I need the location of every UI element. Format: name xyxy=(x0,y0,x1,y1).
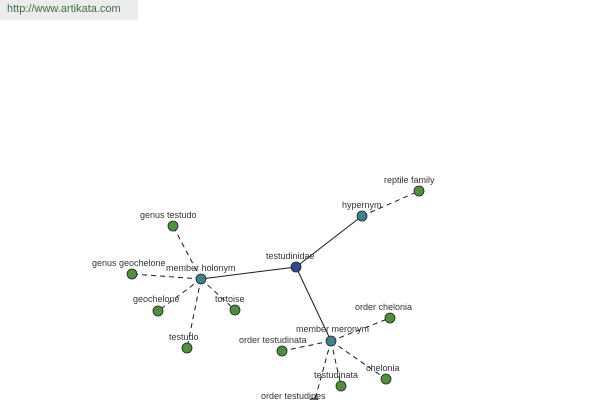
node-label-chelonia[interactable]: chelonia xyxy=(366,363,400,373)
node-order-chelonia[interactable] xyxy=(384,312,396,324)
edge-testudinidae-hypernym xyxy=(295,215,363,268)
node-member-holonym[interactable] xyxy=(195,273,207,285)
edge-member-meronym-order-chelonia xyxy=(330,317,391,342)
edge-member-meronym-testudinata xyxy=(330,340,342,387)
node-label-order-chelonia[interactable]: order chelonia xyxy=(355,302,412,312)
node-label-genus-geochelone[interactable]: genus geochelone xyxy=(92,258,166,268)
node-member-meronym[interactable] xyxy=(325,335,337,347)
edge-testudinidae-member-holonym xyxy=(200,266,297,280)
node-label-tortoise[interactable]: tortoise xyxy=(215,294,245,304)
node-testudinidae[interactable] xyxy=(290,261,302,273)
node-genus-testudo[interactable] xyxy=(167,220,179,232)
node-label-order-testudines[interactable]: order testudines xyxy=(261,391,326,400)
edge-member-holonym-tortoise xyxy=(200,278,236,311)
node-label-reptile-family[interactable]: reptile family xyxy=(384,175,435,185)
graph-edges xyxy=(131,190,420,400)
edge-testudinidae-member-meronym xyxy=(295,266,332,342)
node-hypernym[interactable] xyxy=(356,210,368,222)
node-label-testudo[interactable]: testudo xyxy=(169,332,199,342)
edge-member-holonym-genus-testudo xyxy=(172,225,202,280)
edge-hypernym-reptile-family xyxy=(361,190,420,217)
url-banner[interactable]: http://www.artikata.com xyxy=(0,0,138,20)
node-tortoise[interactable] xyxy=(229,304,241,316)
node-label-hypernym[interactable]: hypernym xyxy=(342,200,382,210)
node-label-member-meronym[interactable]: member meronym xyxy=(296,324,369,334)
node-order-testudinata[interactable] xyxy=(276,345,288,357)
graph-nodes xyxy=(126,185,425,400)
node-reptile-family[interactable] xyxy=(413,185,425,197)
node-chelonia[interactable] xyxy=(380,373,392,385)
node-label-geochelone[interactable]: geochelone xyxy=(133,294,180,304)
node-genus-geochelone[interactable] xyxy=(126,268,138,280)
edge-member-meronym-order-testudines xyxy=(314,340,332,400)
node-label-order-testudinata[interactable]: order testudinata xyxy=(239,335,307,345)
edge-member-holonym-genus-geochelone xyxy=(131,273,202,280)
edge-member-meronym-chelonia xyxy=(330,340,387,380)
node-testudo[interactable] xyxy=(181,342,193,354)
node-label-member-holonym[interactable]: member holonym xyxy=(166,263,236,273)
url-text[interactable]: http://www.artikata.com xyxy=(7,3,121,15)
node-label-genus-testudo[interactable]: genus testudo xyxy=(140,210,197,220)
node-testudinata[interactable] xyxy=(335,380,347,392)
edge-member-holonym-testudo xyxy=(186,278,202,349)
graph-labels: testudinidae hypernym member holonym member… xyxy=(92,175,435,400)
node-geochelone[interactable] xyxy=(152,305,164,317)
node-label-testudinidae[interactable]: testudinidae xyxy=(266,251,315,261)
node-label-testudinata[interactable]: testudinata xyxy=(314,370,358,380)
